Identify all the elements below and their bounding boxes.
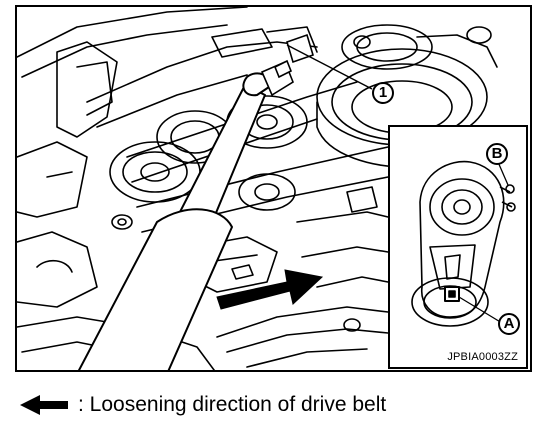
loosening-direction-arrow — [216, 269, 324, 310]
image-id-label: JPBIA0003ZZ — [447, 351, 518, 363]
callout-1: 1 — [372, 82, 394, 104]
tensioner-detail-inset: B A JPBIA0003ZZ — [388, 125, 528, 369]
breaker-bar — [77, 72, 271, 370]
left-arrow-icon — [20, 395, 68, 415]
engine-line-drawing — [17, 7, 498, 370]
tensioner-detail-drawing — [411, 160, 516, 327]
engine-illustration: 1 — [15, 5, 532, 372]
legend-text: : Loosening direction of drive belt — [78, 393, 387, 416]
legend: : Loosening direction of drive belt — [18, 390, 386, 420]
callout-a: A — [498, 313, 520, 335]
callout-b: B — [486, 143, 508, 165]
